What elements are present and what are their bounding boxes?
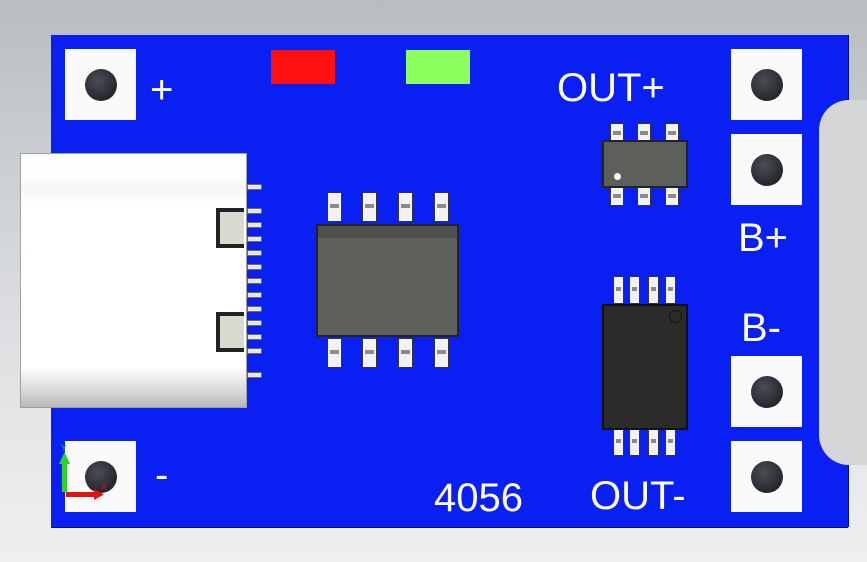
chip-lead (629, 428, 640, 456)
usb-pin (247, 184, 262, 190)
pad-b-minus[interactable] (731, 356, 802, 427)
chip-lead (637, 186, 651, 206)
chip-lead (434, 338, 449, 368)
label-minus: - (155, 453, 169, 497)
green-led (406, 50, 470, 84)
chip-lead (362, 192, 377, 222)
red-led (271, 50, 335, 84)
usb-pin (247, 372, 262, 378)
protection-ic (602, 140, 688, 188)
pad-out-minus[interactable] (731, 441, 802, 512)
chip-lead (362, 338, 377, 368)
axis-y-label: Y (61, 443, 67, 453)
charger-ic (316, 224, 459, 337)
usb-pin (247, 278, 262, 284)
chip-lead (665, 428, 676, 456)
pad-out-plus[interactable] (731, 49, 802, 120)
axis-triad-icon: Y X (59, 443, 107, 500)
pad-hole (84, 68, 117, 101)
board-edge-notch (819, 100, 867, 465)
chip-lead (434, 192, 449, 222)
usb-shield-tab (216, 208, 244, 248)
pin1-marker (669, 310, 682, 323)
chip-lead (610, 186, 624, 206)
usb-pin (247, 320, 262, 326)
usb-pin (247, 250, 262, 256)
chip-lead (327, 338, 342, 368)
usb-pin (247, 306, 262, 312)
pad-hole (750, 68, 783, 101)
mosfet-ic (602, 304, 688, 430)
usb-pin (247, 236, 262, 242)
usb-pin (247, 222, 262, 228)
pad-hole (84, 460, 117, 493)
usb-c-connector (20, 153, 247, 408)
usb-pin (247, 264, 262, 270)
chip-lead (665, 186, 679, 206)
chip-lead (398, 192, 413, 222)
label-b-plus: B+ (738, 216, 789, 260)
usb-pin (247, 334, 262, 340)
chip-lead (613, 428, 624, 456)
usb-pin (247, 208, 262, 214)
pad-hole (750, 153, 783, 186)
label-out-plus: OUT+ (557, 66, 665, 110)
pad-b-plus[interactable] (731, 134, 802, 205)
label-b-minus: B- (741, 306, 781, 350)
chip-lead (648, 428, 659, 456)
usb-pin (247, 292, 262, 298)
label-out-minus: OUT- (590, 474, 686, 518)
chip-lead (648, 276, 659, 304)
chip-lead (629, 276, 640, 304)
usb-pin (247, 348, 262, 354)
pin1-dot (614, 173, 621, 180)
pad-minus[interactable] (65, 441, 136, 512)
pad-plus[interactable] (65, 49, 136, 120)
chip-lead (327, 192, 342, 222)
chip-lead (398, 338, 413, 368)
label-plus: + (150, 68, 174, 112)
axis-x-label: X (101, 482, 107, 492)
usb-shield-tab (216, 312, 244, 352)
pad-hole (750, 460, 783, 493)
label-chip-id: 4056 (434, 476, 523, 520)
chip-lead (613, 276, 624, 304)
pad-hole (750, 375, 783, 408)
chip-lead (665, 276, 676, 304)
